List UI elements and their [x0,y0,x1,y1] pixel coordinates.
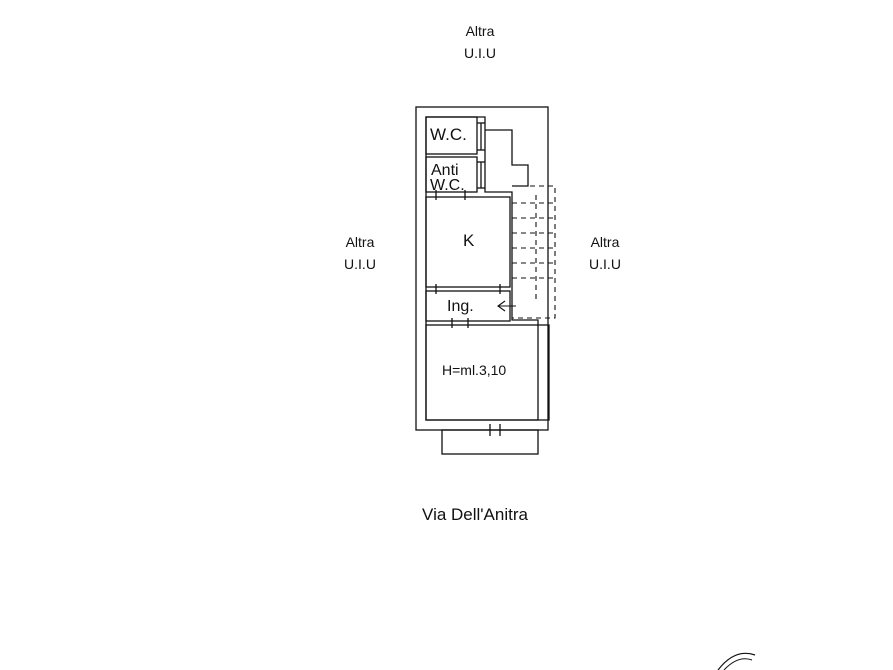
room-label-height: H=ml.3,10 [442,362,506,378]
room-label-anti-wc-1: Anti [431,162,459,179]
room-label-wc: W.C. [430,125,467,144]
room-label-entrance: Ing. [447,298,474,315]
staircase [512,185,556,319]
room-anti-wc [425,156,478,193]
neighbor-label-left: Altra U.I.U [320,231,400,275]
room-kitchen [425,196,511,288]
room-label-anti-wc-2: W.C. [430,177,465,194]
neighbor-right-line1: Altra [590,234,620,250]
outer-wall [415,106,549,431]
street-label: Via Dell'Anitra [422,505,528,524]
neighbor-label-top: Altra U.I.U [440,20,520,64]
neighbor-right-line2: U.I.U [589,256,621,272]
room-label-kitchen: K [463,231,475,250]
room-wc [425,116,478,155]
neighbor-label-right: Altra U.I.U [565,231,645,275]
shaft [485,129,529,187]
north-arrow-icon [717,652,756,670]
neighbor-top-line2: U.I.U [464,45,496,61]
room-main [425,324,550,421]
neighbor-top-line1: Altra [465,23,495,39]
stair-arrow-icon [497,300,516,312]
neighbor-left-line1: Altra [345,234,375,250]
neighbor-left-line2: U.I.U [344,256,376,272]
